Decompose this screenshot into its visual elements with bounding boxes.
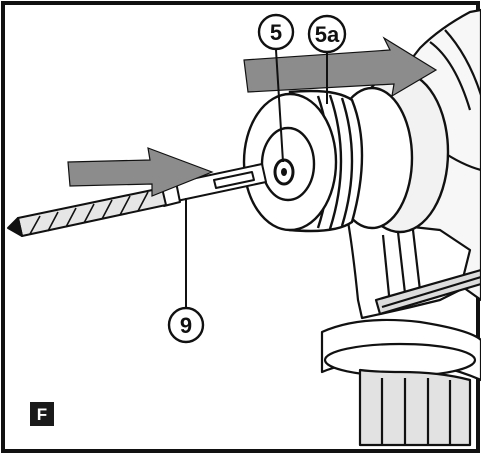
drill-bit: [7, 163, 267, 237]
chuck-assembly: [242, 70, 450, 234]
grip-rib-1: [381, 234, 392, 306]
callout-5a: 5a: [307, 14, 347, 54]
bit-tip: [7, 217, 23, 237]
side-handle-body: [358, 368, 472, 447]
callout-9-label: 9: [180, 313, 192, 338]
sleeve-groove-2: [328, 94, 343, 230]
hammer-rail-line: [381, 275, 481, 309]
callout-5-label: 5: [270, 20, 282, 45]
leader-5: [275, 49, 284, 163]
callout-5a-label: 5a: [315, 22, 340, 47]
leader-lines: [185, 49, 328, 307]
panel-label-badge: F: [30, 402, 54, 426]
housing-ridge-2: [444, 29, 481, 96]
arrow-bit-insert-icon: [67, 147, 214, 197]
callout-5: 5: [257, 13, 295, 51]
housing-ridge-1: [429, 41, 472, 111]
callout-9: 9: [167, 306, 205, 344]
sleeve-groove-3: [340, 97, 354, 227]
chuck-opening-center: [281, 168, 287, 176]
grip-rib-2: [396, 231, 408, 303]
panel-label-text: F: [37, 405, 47, 424]
shank-slot: [213, 171, 255, 189]
flute-spiral: [29, 191, 149, 235]
arrow-sleeve-direction-icon: [243, 36, 438, 98]
